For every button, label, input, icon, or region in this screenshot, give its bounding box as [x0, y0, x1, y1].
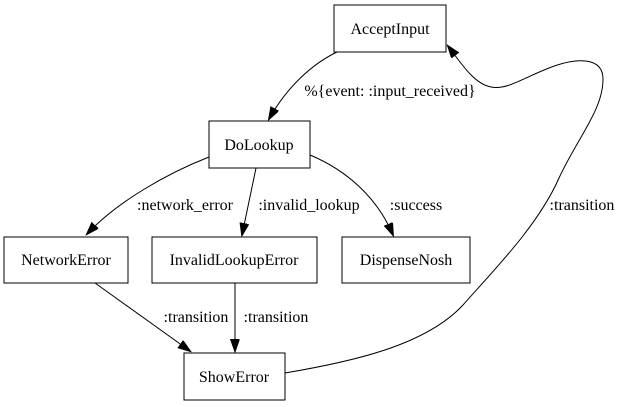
edge-label-input-received: %{event: :input_received} [304, 83, 475, 100]
edge-label-network-error: :network_error [137, 197, 234, 214]
node-dolookup-label: DoLookup [224, 137, 293, 154]
node-showerror: ShowError [183, 352, 286, 401]
edge-label-transition-networkerror: :transition [164, 309, 229, 326]
edge-labels: %{event: :input_received} :network_error… [137, 83, 614, 326]
node-acceptinput: AcceptInput [333, 4, 447, 53]
edge-dolookup-dispensenosh [309, 154, 393, 235]
node-acceptinput-label: AcceptInput [350, 21, 430, 38]
node-showerror-box [183, 352, 286, 401]
node-invalidlookuperror-label: InvalidLookupError [170, 252, 300, 269]
edge-label-success: :success [390, 197, 442, 214]
nodes: AcceptInput DoLookup NetworkError Invali… [3, 4, 471, 401]
node-dispensenosh-label: DispenseNosh [360, 252, 452, 269]
node-showerror-label: ShowError [199, 369, 270, 386]
node-networkerror: NetworkError [3, 236, 129, 284]
edge-networkerror-showerror [94, 282, 190, 351]
edge-dolookup-invalidlookuperror [242, 167, 257, 235]
node-networkerror-label: NetworkError [21, 252, 111, 269]
edge-label-transition-invalidlookuperror: :transition [244, 309, 309, 326]
node-invalidlookuperror-box [151, 236, 318, 284]
node-dolookup-box [208, 120, 311, 169]
edge-label-invalid-lookup: :invalid_lookup [258, 197, 359, 214]
edge-showerror-acceptinput [284, 46, 604, 374]
node-dolookup: DoLookup [208, 120, 311, 169]
node-dispensenosh: DispenseNosh [341, 236, 471, 284]
node-dispensenosh-box [341, 236, 471, 284]
edge-label-transition-showerror: :transition [550, 197, 615, 214]
node-acceptinput-box [333, 4, 447, 53]
node-invalidlookuperror: InvalidLookupError [151, 236, 318, 284]
edge-acceptinput-dolookup [269, 51, 338, 119]
edge-dolookup-networkerror [87, 156, 210, 234]
edges [87, 46, 604, 374]
node-networkerror-box [3, 236, 129, 284]
